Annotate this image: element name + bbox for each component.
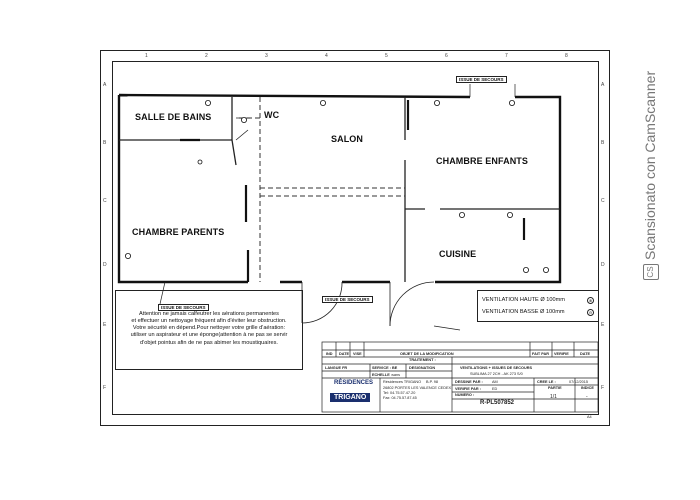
tb-designation-value: VENTILATIONS + ISSUES DE SECOURS <box>460 366 532 370</box>
room-label-cuisine: CUISINE <box>439 249 477 259</box>
tb-vise: VISE <box>353 352 362 356</box>
drawing-frame-outer <box>100 50 610 426</box>
row-label: F <box>601 385 605 391</box>
row-label: B <box>601 140 605 146</box>
legend-row-haute: VENTILATION HAUTE Ø 100mm ⊗ <box>482 294 594 306</box>
tb-verifie: VERIFIE <box>554 352 569 356</box>
exterior-walls <box>117 93 562 284</box>
tb-partie: PARTIE <box>548 386 562 390</box>
notice-line: Attention ne jamais calfeutrer les aérat… <box>139 311 279 317</box>
room-label-chambre-parents: CHAMBRE PARENTS <box>132 227 225 237</box>
legend-row-basse: VENTILATION BASSE Ø 100mm ⊖ <box>482 306 594 318</box>
row-label: A <box>601 82 605 88</box>
ventilation-symbols <box>125 100 550 273</box>
ventilation-notice: Attention ne jamais calfeutrer les aérat… <box>115 290 303 370</box>
row-label: B <box>103 140 107 146</box>
camscanner-watermark: CS Scansionato con CamScanner <box>642 71 666 280</box>
tb-date2: DATE <box>580 352 591 356</box>
notice-line: utiliser un aspirateur et une éponge(att… <box>130 332 288 339</box>
interior-walls <box>119 97 560 282</box>
ventilation-legend: VENTILATION HAUTE Ø 100mm ⊗ VENTILATION … <box>477 290 599 322</box>
col-label: 7 <box>505 53 508 59</box>
tb-traitement: TRAITEMENT : <box>409 358 436 362</box>
tb-fax: Fax: 04.75.57.87.45 <box>383 396 417 400</box>
row-label: A <box>103 82 107 88</box>
tb-model: SUBLIMA 27 2CH - AK 273 S/0 <box>470 372 523 376</box>
col-label: 5 <box>385 53 388 59</box>
row-label: E <box>601 322 605 328</box>
col-label: 3 <box>265 53 268 59</box>
row-label: C <box>103 198 107 204</box>
tb-numero: NUMERO : <box>455 393 475 397</box>
row-label: E <box>103 322 107 328</box>
tb-fait-par: FAIT PAR <box>532 352 550 356</box>
tb-date: DATE <box>339 352 350 356</box>
tb-verifie-par: VERIFIE PAR : <box>455 387 481 391</box>
tb-echelle: ECHELLE : <box>372 373 393 377</box>
vent-high-icon: ⊗ <box>587 296 594 304</box>
tb-logo: TRIGANO <box>330 393 371 402</box>
notice-line: et effectuer un nettoyage fréquent afin … <box>131 318 287 325</box>
dashed-zone-lines <box>236 97 405 282</box>
tb-tel: Tel: 04.75.57.47.20 <box>383 391 416 395</box>
tb-cree-value: 07/12/2015 <box>569 380 589 384</box>
row-label: C <box>601 198 605 204</box>
drawing-frame-inner <box>112 61 599 415</box>
notice-line: Votre sécurité en dépend.Pour nettoyer v… <box>132 325 286 332</box>
tb-address: 26802 PORTES LES VALENCE CEDEX <box>383 386 452 390</box>
col-label: 1 <box>145 53 148 59</box>
tb-numero-value: R-PL507852 <box>480 400 515 406</box>
exit-leaders <box>159 84 516 305</box>
row-label: D <box>601 262 605 268</box>
tb-langue: LANGUE FR <box>325 366 348 370</box>
tb-verifie-value: ED <box>492 387 498 391</box>
exit-label-bottom-left: ISSUE DE SECOURS <box>158 304 209 311</box>
tb-dessine-value: AM <box>492 380 498 384</box>
tb-cree-le: CREE LE : <box>537 380 556 384</box>
tb-format: A4 <box>587 415 592 419</box>
tb-objet: OBJET DE LA MODIFICATION <box>400 352 454 356</box>
tb-residences: RÉSIDENCES <box>334 380 374 386</box>
row-label: D <box>103 262 107 268</box>
vent-low-icon: ⊖ <box>587 308 594 316</box>
title-block-grid <box>321 341 599 413</box>
tb-ind: IND <box>326 352 333 356</box>
watermark-text: Scansionato con CamScanner <box>642 70 658 260</box>
legend-text-haute: VENTILATION HAUTE Ø 100mm <box>482 297 565 303</box>
tb-partie-value: 1/1 <box>550 394 557 400</box>
tb-echelle-value: sans <box>392 373 401 377</box>
tb-indice: INDICE <box>581 386 594 390</box>
tb-service: SERVICE : BE <box>372 366 398 370</box>
exit-label-bottom-center: ISSUE DE SECOURS <box>322 296 373 303</box>
camscanner-logo-icon: CS <box>643 264 660 280</box>
room-label-wc: WC <box>264 110 280 120</box>
room-label-salle-de-bains: SALLE DE BAINS <box>135 112 212 122</box>
notice-line: d'objet pointus afin de ne pas abimer le… <box>140 339 278 346</box>
tb-company: Résidences TRIGANO <box>383 380 422 384</box>
col-label: 4 <box>325 53 328 59</box>
tb-dessine-par: DESSINE PAR : <box>455 380 483 384</box>
exit-label-top: ISSUE DE SECOURS <box>456 76 507 83</box>
tb-designation: DESIGNATION <box>409 366 436 370</box>
row-label: F <box>103 385 107 391</box>
col-label: 6 <box>445 53 448 59</box>
col-label: 8 <box>565 53 568 59</box>
col-label: 2 <box>205 53 208 59</box>
partition-bars <box>180 100 526 282</box>
room-label-salon: SALON <box>331 134 363 144</box>
tb-indice-value: - <box>586 394 588 400</box>
room-label-chambre-enfants: CHAMBRE ENFANTS <box>436 156 529 166</box>
tb-bp: B.P. 98 <box>426 380 438 384</box>
legend-text-basse: VENTILATION BASSE Ø 100mm <box>482 309 565 315</box>
